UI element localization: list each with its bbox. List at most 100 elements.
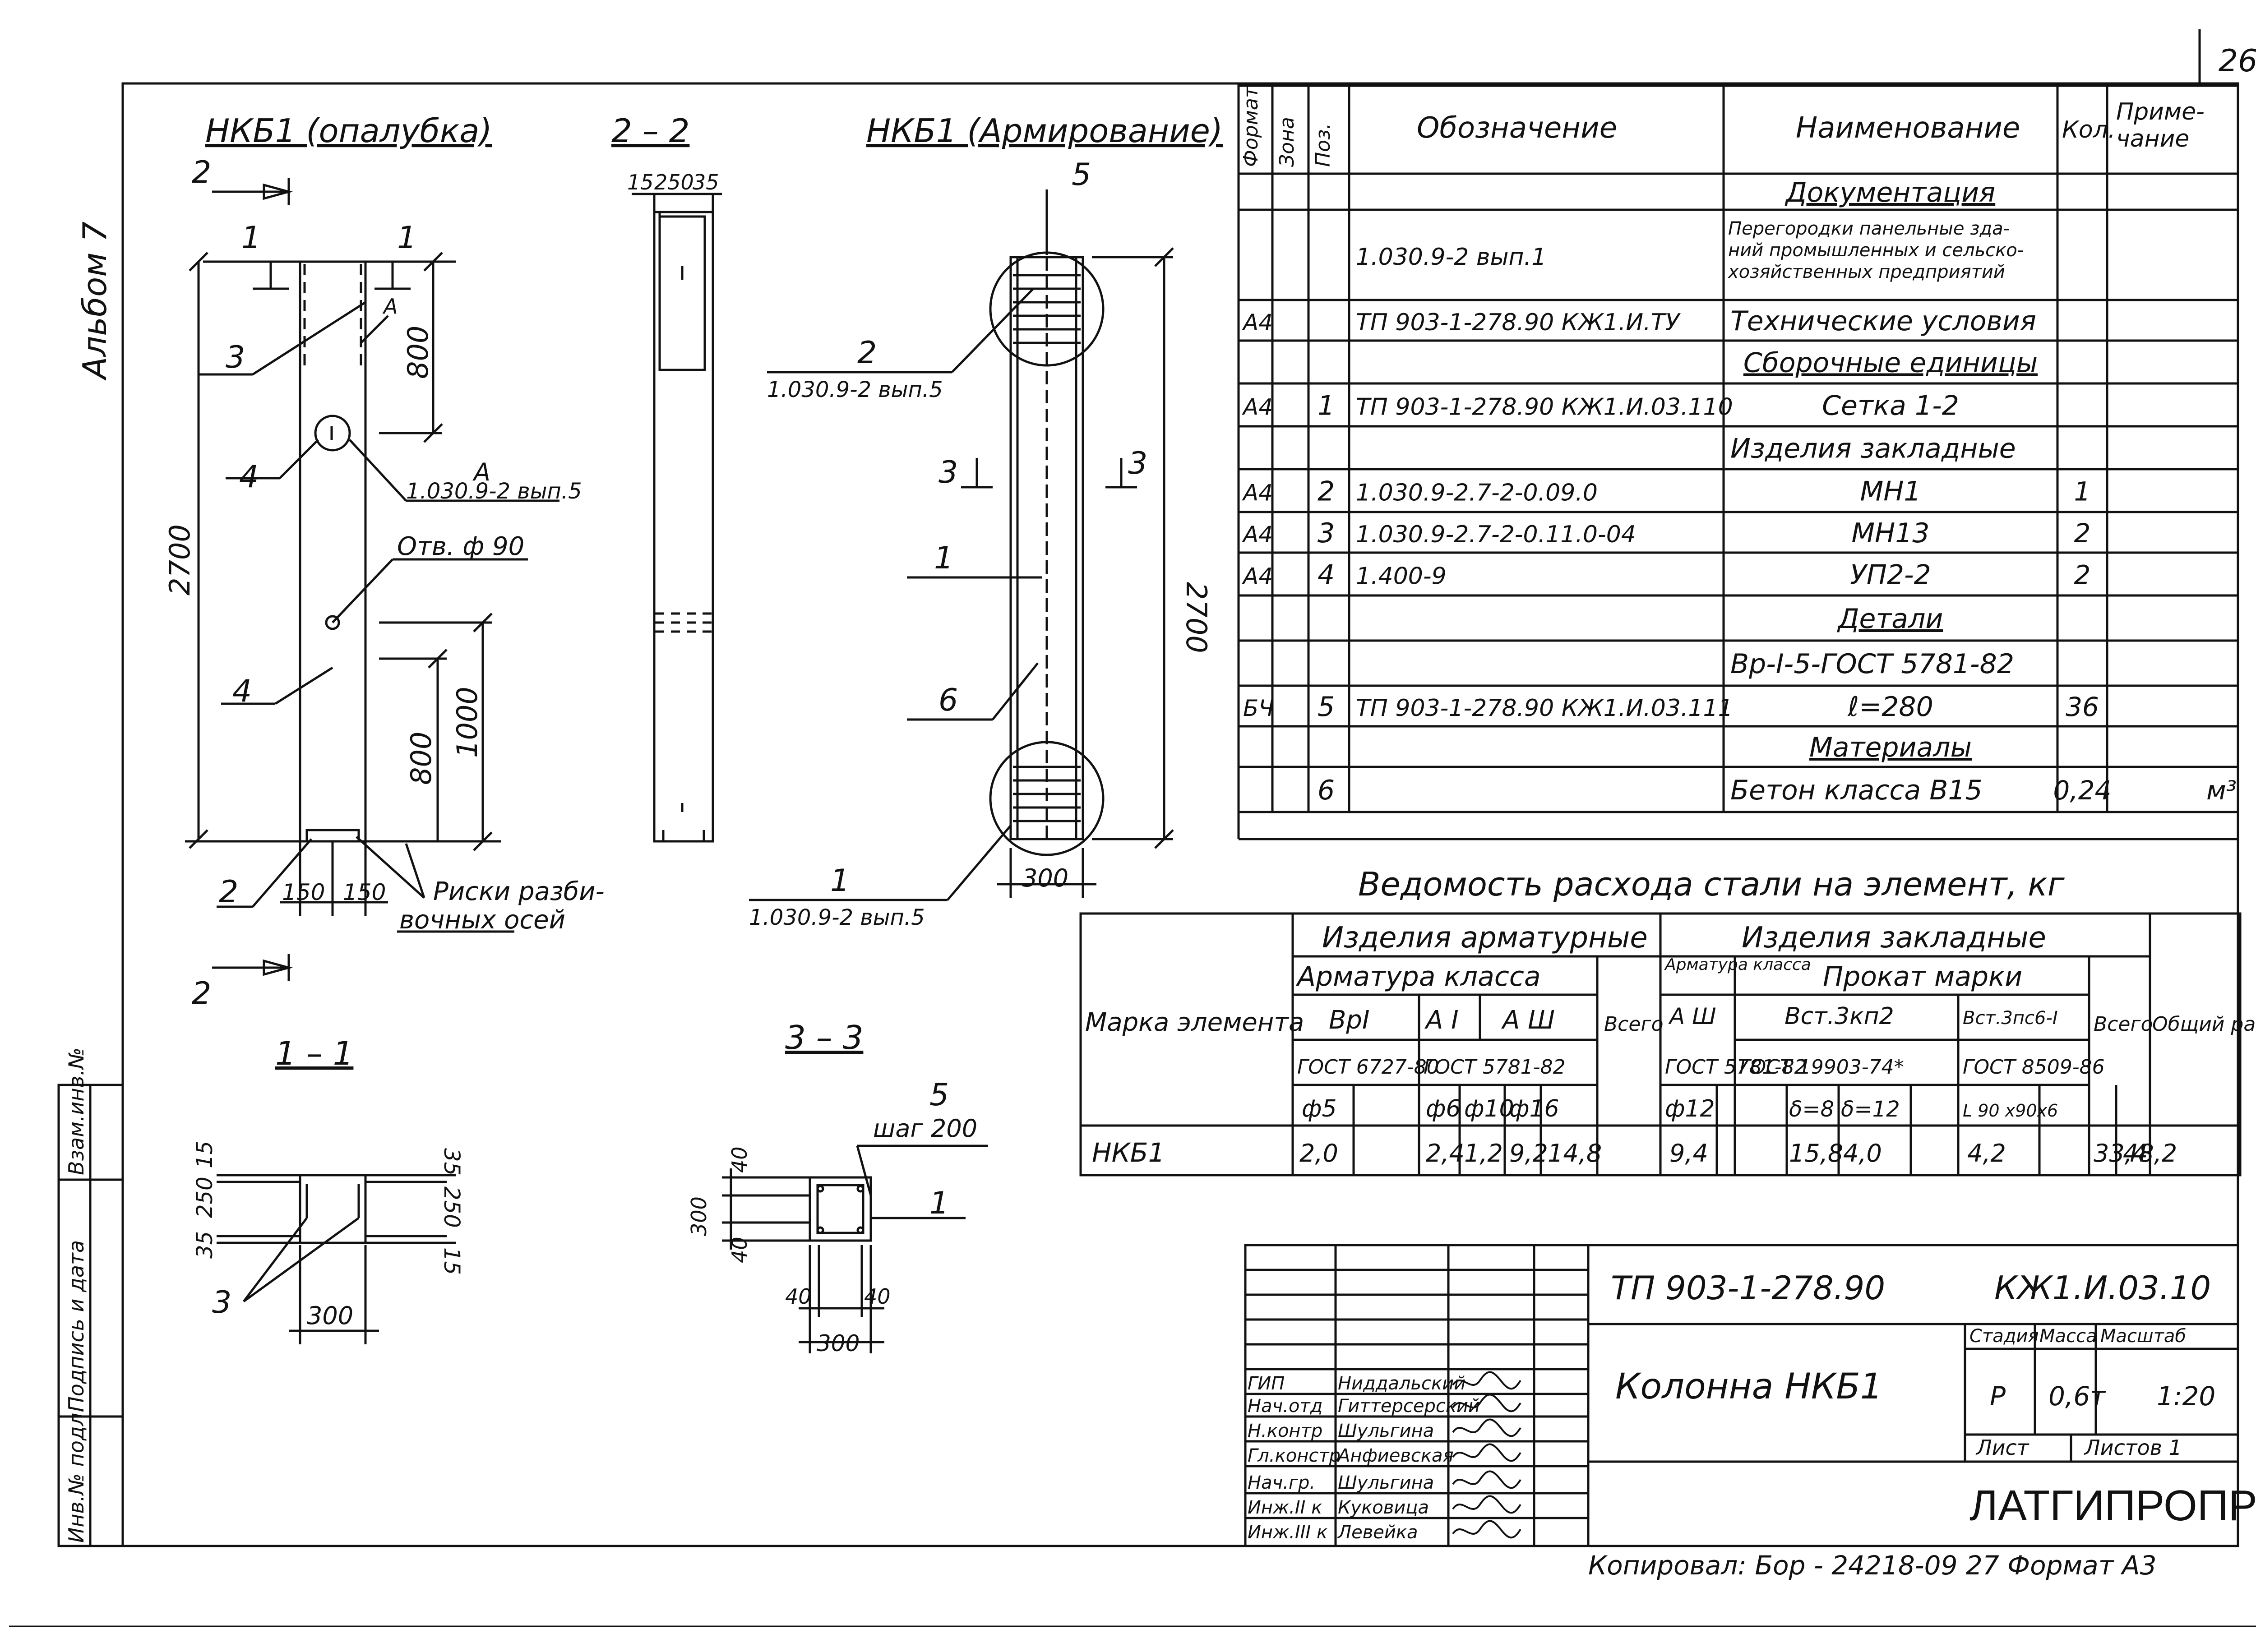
section11-title: 1 – 1: [275, 1034, 353, 1072]
hdr-total-1: Всего: [1604, 1013, 1663, 1036]
steel-value: 4,0: [1843, 1139, 1882, 1167]
spec-name: Материалы: [1809, 732, 1972, 763]
hdr-vst3: Вст.3кп2: [1784, 1003, 1894, 1030]
spec-header-5: Кол.: [2062, 116, 2116, 143]
spec-format: А4: [1242, 394, 1273, 420]
gost-5: ГОСТ 8509-86: [1963, 1056, 2105, 1079]
signature: [1452, 1520, 1521, 1539]
spec-qty: 2: [2074, 518, 2091, 549]
hdr-rolled: Прокат марки: [1823, 961, 2022, 992]
section-2-2: 2 – 2 15 250 35: [611, 112, 722, 843]
dim-15: 15: [627, 170, 654, 194]
sheet-frame: [121, 82, 2239, 1547]
pos-1b: 1: [830, 863, 850, 899]
cut-3-left: 3: [938, 455, 958, 490]
title-block: ТП 903-1-278.90 КЖ1.И.03.10 Колонна НКБ1…: [1244, 1244, 2256, 1547]
pos-2: 2: [219, 874, 238, 910]
tb-role: Инж.II к: [1248, 1497, 1322, 1518]
spec-pos: 6: [1318, 775, 1335, 806]
dim-150b: 150: [343, 879, 386, 905]
spec-row: Сборочные единицы: [1743, 347, 2038, 379]
tb-name: Анфиевская: [1336, 1445, 1454, 1466]
gost-3: ГОСТ 5781-82: [1665, 1056, 1807, 1079]
hdr-ai: А I: [1424, 1006, 1459, 1035]
cut-label-2-top: 2: [192, 155, 211, 190]
tb-role: Нач.отд: [1248, 1396, 1322, 1417]
pos-1a: 1: [934, 540, 953, 576]
dim-15a: 15: [192, 1141, 217, 1168]
dim-300h: 300: [687, 1196, 711, 1236]
spec-header-2: Поз.: [1312, 123, 1335, 167]
doc-code: ТП 903-1-278.90: [1611, 1269, 1885, 1307]
tb-role: Нач.гр.: [1248, 1472, 1315, 1493]
dim-40c: 40: [785, 1284, 812, 1309]
dia-12: ф12: [1665, 1095, 1715, 1122]
organization: ЛАТГИПРОПРОМ: [1969, 1481, 2256, 1530]
spec-note: м³: [2206, 775, 2237, 806]
spec-name: ℓ=280: [1847, 691, 1933, 723]
dia-5: ф5: [1302, 1095, 1337, 1122]
sheet-code: КЖ1.И.03.10: [1994, 1269, 2211, 1307]
spec-name: МН1: [1860, 476, 1921, 508]
stage: Р: [1990, 1381, 2006, 1412]
dim-width: 300: [1022, 864, 1068, 892]
spec-header-6: Приме-чание: [2116, 98, 2205, 152]
spec-code: ТП 903-1-278.90 КЖ1.И.03.110: [1356, 394, 1733, 421]
signature: [1452, 1394, 1521, 1412]
label-a: А: [382, 294, 398, 318]
hdr-element-mark: Марка элемента: [1085, 1008, 1304, 1037]
spec-name: Сетка 1-2: [1822, 390, 1959, 422]
tb-name: Левейка: [1337, 1522, 1418, 1543]
ref-1: 1.030.9-2 вып.5: [749, 905, 925, 930]
spec-qty: 2: [2074, 560, 2091, 591]
dim-40b: 40: [727, 1237, 752, 1263]
marks-line1: Риски разби-: [433, 877, 605, 906]
dia-16: ф16: [1509, 1095, 1559, 1122]
spec-code: 1.030.9-2.7-2-0.11.0-04: [1356, 521, 1636, 548]
stamp-inv: Инв.№ подл.: [64, 1406, 88, 1543]
section-1-1: 1 – 1 35 250 15 35 250 15 3 300: [192, 1034, 464, 1344]
spec-header-4: Наименование: [1796, 111, 2020, 145]
pos-4b: 4: [232, 674, 252, 709]
spec-pos: 4: [1318, 559, 1335, 591]
dim-35: 35: [693, 170, 719, 194]
steel-table: Ведомость расхода стали на элемент, кг: [1079, 865, 2256, 1177]
spec-pos: 3: [1318, 517, 1335, 549]
pos-1: 1: [929, 1186, 949, 1221]
ref-2: 1.030.9-2 вып.5: [767, 377, 943, 402]
spec-name: Технические условия: [1730, 305, 2036, 337]
gost-2: ГОСТ 5781-82: [1424, 1056, 1566, 1079]
hdr-vst3ps: Вст.3пс6-I: [1963, 1008, 2058, 1029]
steel-value: 9,4: [1669, 1139, 1708, 1167]
dim-40a: 40: [727, 1146, 752, 1173]
signature: [1452, 1418, 1521, 1437]
tb-role: Гл.констр: [1248, 1445, 1341, 1466]
drawing-title: Колонна НКБ1: [1615, 1366, 1882, 1407]
reinforcement-view: НКБ1 (Армирование): [749, 112, 1223, 930]
spec-row: Изделия закладные: [1730, 433, 2016, 465]
pos-6: 6: [938, 683, 958, 718]
stamp-replace: Взам.инв.№: [64, 1047, 88, 1175]
hdr-aiii: А Ш: [1501, 1006, 1555, 1035]
spec-name: Изделия закладные: [1730, 433, 2016, 465]
dim-800-top: 800: [402, 326, 435, 379]
spec-row: Документация: [1784, 177, 1995, 208]
thk-8: δ=8: [1789, 1097, 1834, 1122]
tb-name: Шульгина: [1338, 1472, 1434, 1493]
dia-10: ф10: [1464, 1095, 1514, 1122]
hdr-armature-class: Арматура класса: [1295, 961, 1541, 992]
spec-code: 1.400-9: [1356, 563, 1447, 590]
stamp-sign: Подпись и дата: [64, 1240, 88, 1412]
pos-5: 5: [929, 1077, 949, 1113]
cut-label-2-bottom: 2: [192, 976, 211, 1011]
spec-row: Вр-I-5-ГОСТ 5781-82: [1730, 648, 2014, 680]
spec-code: 1.030.9-2.7-2-0.09.0: [1356, 480, 1598, 507]
dia-6: ф6: [1426, 1095, 1461, 1122]
dim-250: 250: [654, 170, 694, 194]
angle: L 90 x90x6: [1963, 1101, 2058, 1121]
steel-value: 1,2: [1464, 1139, 1503, 1167]
hdr-armature-class-2: Арматура класса: [1664, 955, 1811, 974]
